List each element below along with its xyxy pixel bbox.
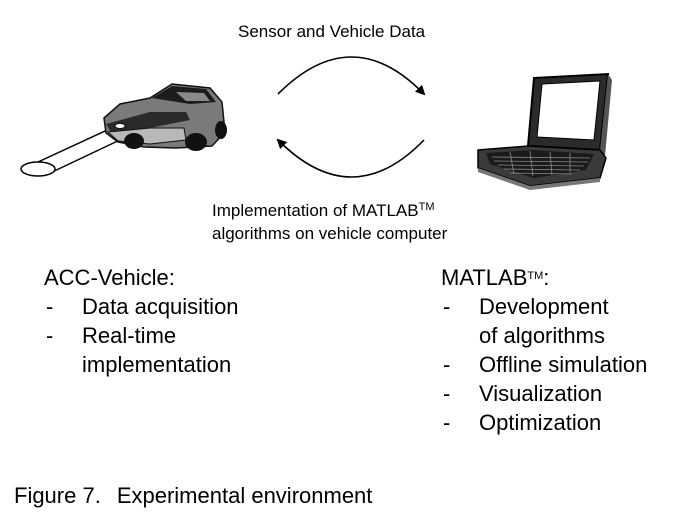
matlab-list: Development of algorithms Offline simula…	[441, 292, 647, 437]
acc-vehicle-list: Data acquisition Real-time implementatio…	[44, 292, 239, 379]
trademark-mark: TM	[527, 270, 544, 282]
bottom-arrow	[276, 138, 425, 178]
top-flow-label: Sensor and Vehicle Data	[238, 22, 426, 41]
list-item: Optimization	[441, 408, 647, 437]
matlab-title: MATLABTM:	[441, 265, 550, 290]
figure-caption: Figure 7. Experimental environment	[14, 483, 372, 509]
list-item: Visualization	[441, 379, 647, 408]
list-item: Offline simulation	[441, 350, 647, 379]
sensor-beam	[20, 124, 125, 177]
bottom-flow-label-line2: algorithms on vehicle computer	[212, 224, 448, 243]
list-item: Development of algorithms	[441, 292, 647, 350]
list-item: Real-time implementation	[44, 321, 239, 379]
figure-caption-text: Experimental environment	[116, 483, 373, 508]
car-icon	[20, 83, 227, 177]
diagram-graphics	[20, 56, 612, 190]
bottom-flow-label-line1: Implementation of MATLAB	[212, 201, 419, 220]
acc-vehicle-title: ACC-Vehicle:	[44, 265, 175, 290]
list-item: Data acquisition	[44, 292, 239, 321]
top-arrow	[277, 56, 426, 96]
trademark-mark: TM	[418, 201, 435, 213]
laptop-icon	[477, 72, 612, 190]
figure-number: Figure 7.	[14, 483, 101, 508]
bottom-flow-label: Implementation of MATLABTM algorithms on…	[212, 196, 447, 245]
